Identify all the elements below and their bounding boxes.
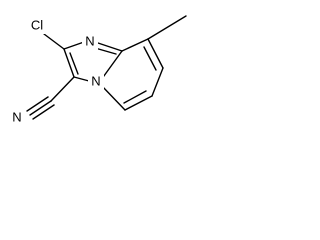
bond-c5-n4 [100,84,126,111]
bridgehead-nitrogen-label-background [88,74,104,90]
bond-c2-cl [43,33,65,50]
bond-c3-nitrile-carbon [50,76,75,102]
bond-c6-c5 [124,95,153,111]
bond-c8-c7 [147,38,164,69]
bond-c2-c3-inner [69,52,79,75]
chlorine-label: Cl [31,17,43,32]
imidazole-nitrogen-label: N [85,33,94,48]
bond-c7-c6 [151,67,164,97]
bond-c2-c3 [63,48,75,78]
bond-nitrile-triple-c [26,96,49,112]
chlorine-label-background [26,18,48,34]
bond-nitrile-triple-b [32,104,55,120]
nitrile-nitrogen-label-background [8,110,26,126]
bond-c6-c5-inner [123,90,147,104]
bond-n1-c8a-inner [94,47,117,55]
bond-n1-c8a [94,41,123,52]
bonds [26,15,187,120]
structure-diagram: Cl N N N [8,15,187,126]
bridgehead-nitrogen-label: N [91,73,100,88]
bond-nitrile-triple-a [29,100,52,116]
bond-c8-c7-inner [143,46,157,71]
bond-c8-methyl [147,15,187,40]
bond-c2-n1 [63,41,85,50]
imidazole-nitrogen-label-background [82,34,98,50]
nitrile-nitrogen-label: N [12,109,21,124]
bond-c8a-n4 [100,50,123,81]
atom-labels: Cl N N N [8,17,104,126]
bond-c3-n4 [73,76,90,82]
bond-c8a-c8 [121,38,149,52]
